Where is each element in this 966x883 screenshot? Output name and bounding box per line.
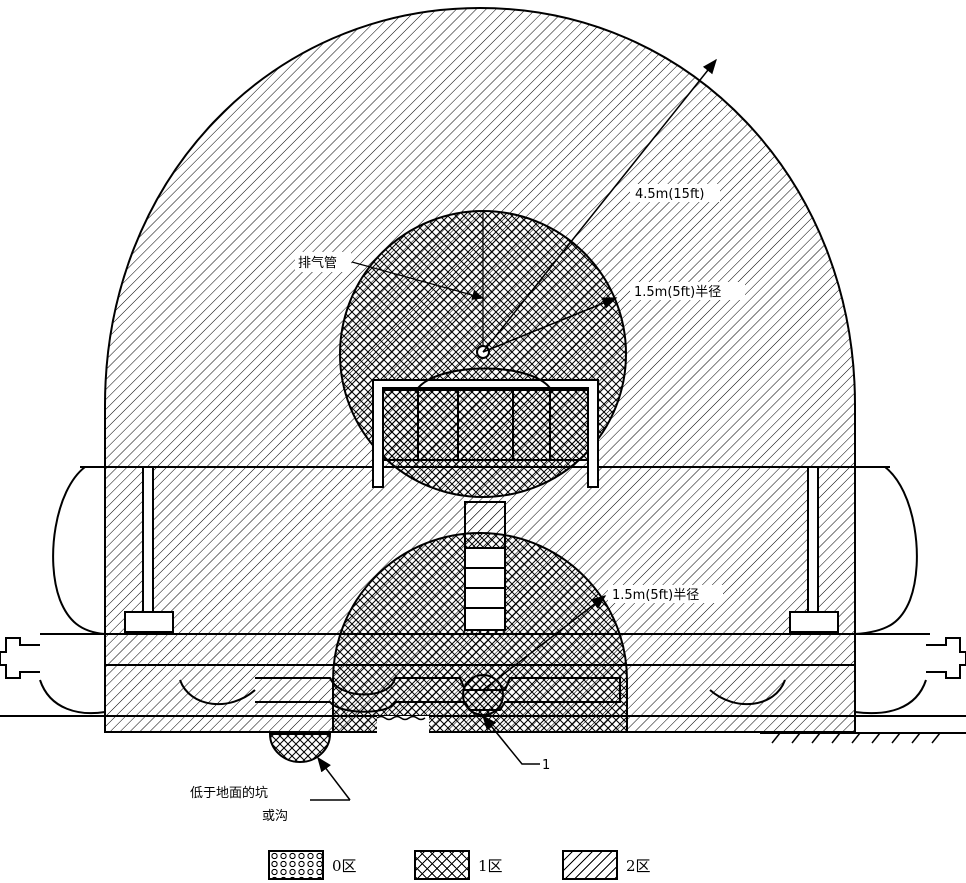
ground-hatch <box>771 732 941 744</box>
left-support-post <box>142 466 154 613</box>
legend-zone-2: 2区 <box>562 848 651 882</box>
right-coupler <box>926 637 966 679</box>
radius-bottom-label: 1.5m(5ft)半径 <box>612 588 699 603</box>
hazardous-area-diagram: 4.5m(15ft) 排气管 1.5m(5ft)半径 1.5m(5ft)半径 1… <box>0 6 966 824</box>
left-coupler <box>0 637 40 679</box>
left-bogie-wheel-1 <box>179 679 256 706</box>
radius-line-large <box>482 58 717 353</box>
vent-pipe-label: 排气管 <box>298 255 337 271</box>
legend-zone-1: 1区 <box>414 848 503 882</box>
radius-line-bottom <box>482 595 607 691</box>
note-1-label: 1 <box>542 758 550 773</box>
left-support-block <box>124 611 174 633</box>
bottom-frame-outline <box>255 677 621 713</box>
dome-box <box>382 387 589 461</box>
ground-pit-label: 低于地面的坑 <box>190 785 268 801</box>
radius-top-label: 1.5m(5ft)半径 <box>634 285 721 300</box>
right-support-post <box>807 466 819 613</box>
right-support-block <box>789 611 839 633</box>
right-outer-wheel <box>854 679 927 715</box>
left-outer-wheel <box>39 679 106 715</box>
discharge-valve <box>462 674 504 716</box>
legend-zone-2-label: 2区 <box>626 856 651 875</box>
legend-zone-0-label: 0区 <box>332 856 357 875</box>
ground-pit <box>268 733 332 763</box>
tank-right-end <box>854 466 918 635</box>
tank-left-end <box>52 466 106 635</box>
dome-cap <box>417 367 551 389</box>
note-1-leader <box>482 714 540 765</box>
vent-leader <box>351 261 485 300</box>
zone-1-bottom-semicircle <box>332 532 628 733</box>
pit-hole-label: 或沟 <box>262 809 288 824</box>
ground-gap <box>377 716 429 734</box>
hatch-pattern-icon <box>562 850 618 880</box>
radius-large-label: 4.5m(15ft) <box>635 187 704 202</box>
legend-zone-1-label: 1区 <box>478 856 503 875</box>
pit-leader <box>317 756 351 801</box>
right-bogie-wheel-1 <box>709 679 786 706</box>
radius-line-top <box>482 297 618 353</box>
legend-zone-0: 0区 <box>268 848 357 882</box>
dots-pattern-icon <box>268 850 324 880</box>
crosshatch-pattern-icon <box>414 850 470 880</box>
ground-wave <box>376 715 426 721</box>
